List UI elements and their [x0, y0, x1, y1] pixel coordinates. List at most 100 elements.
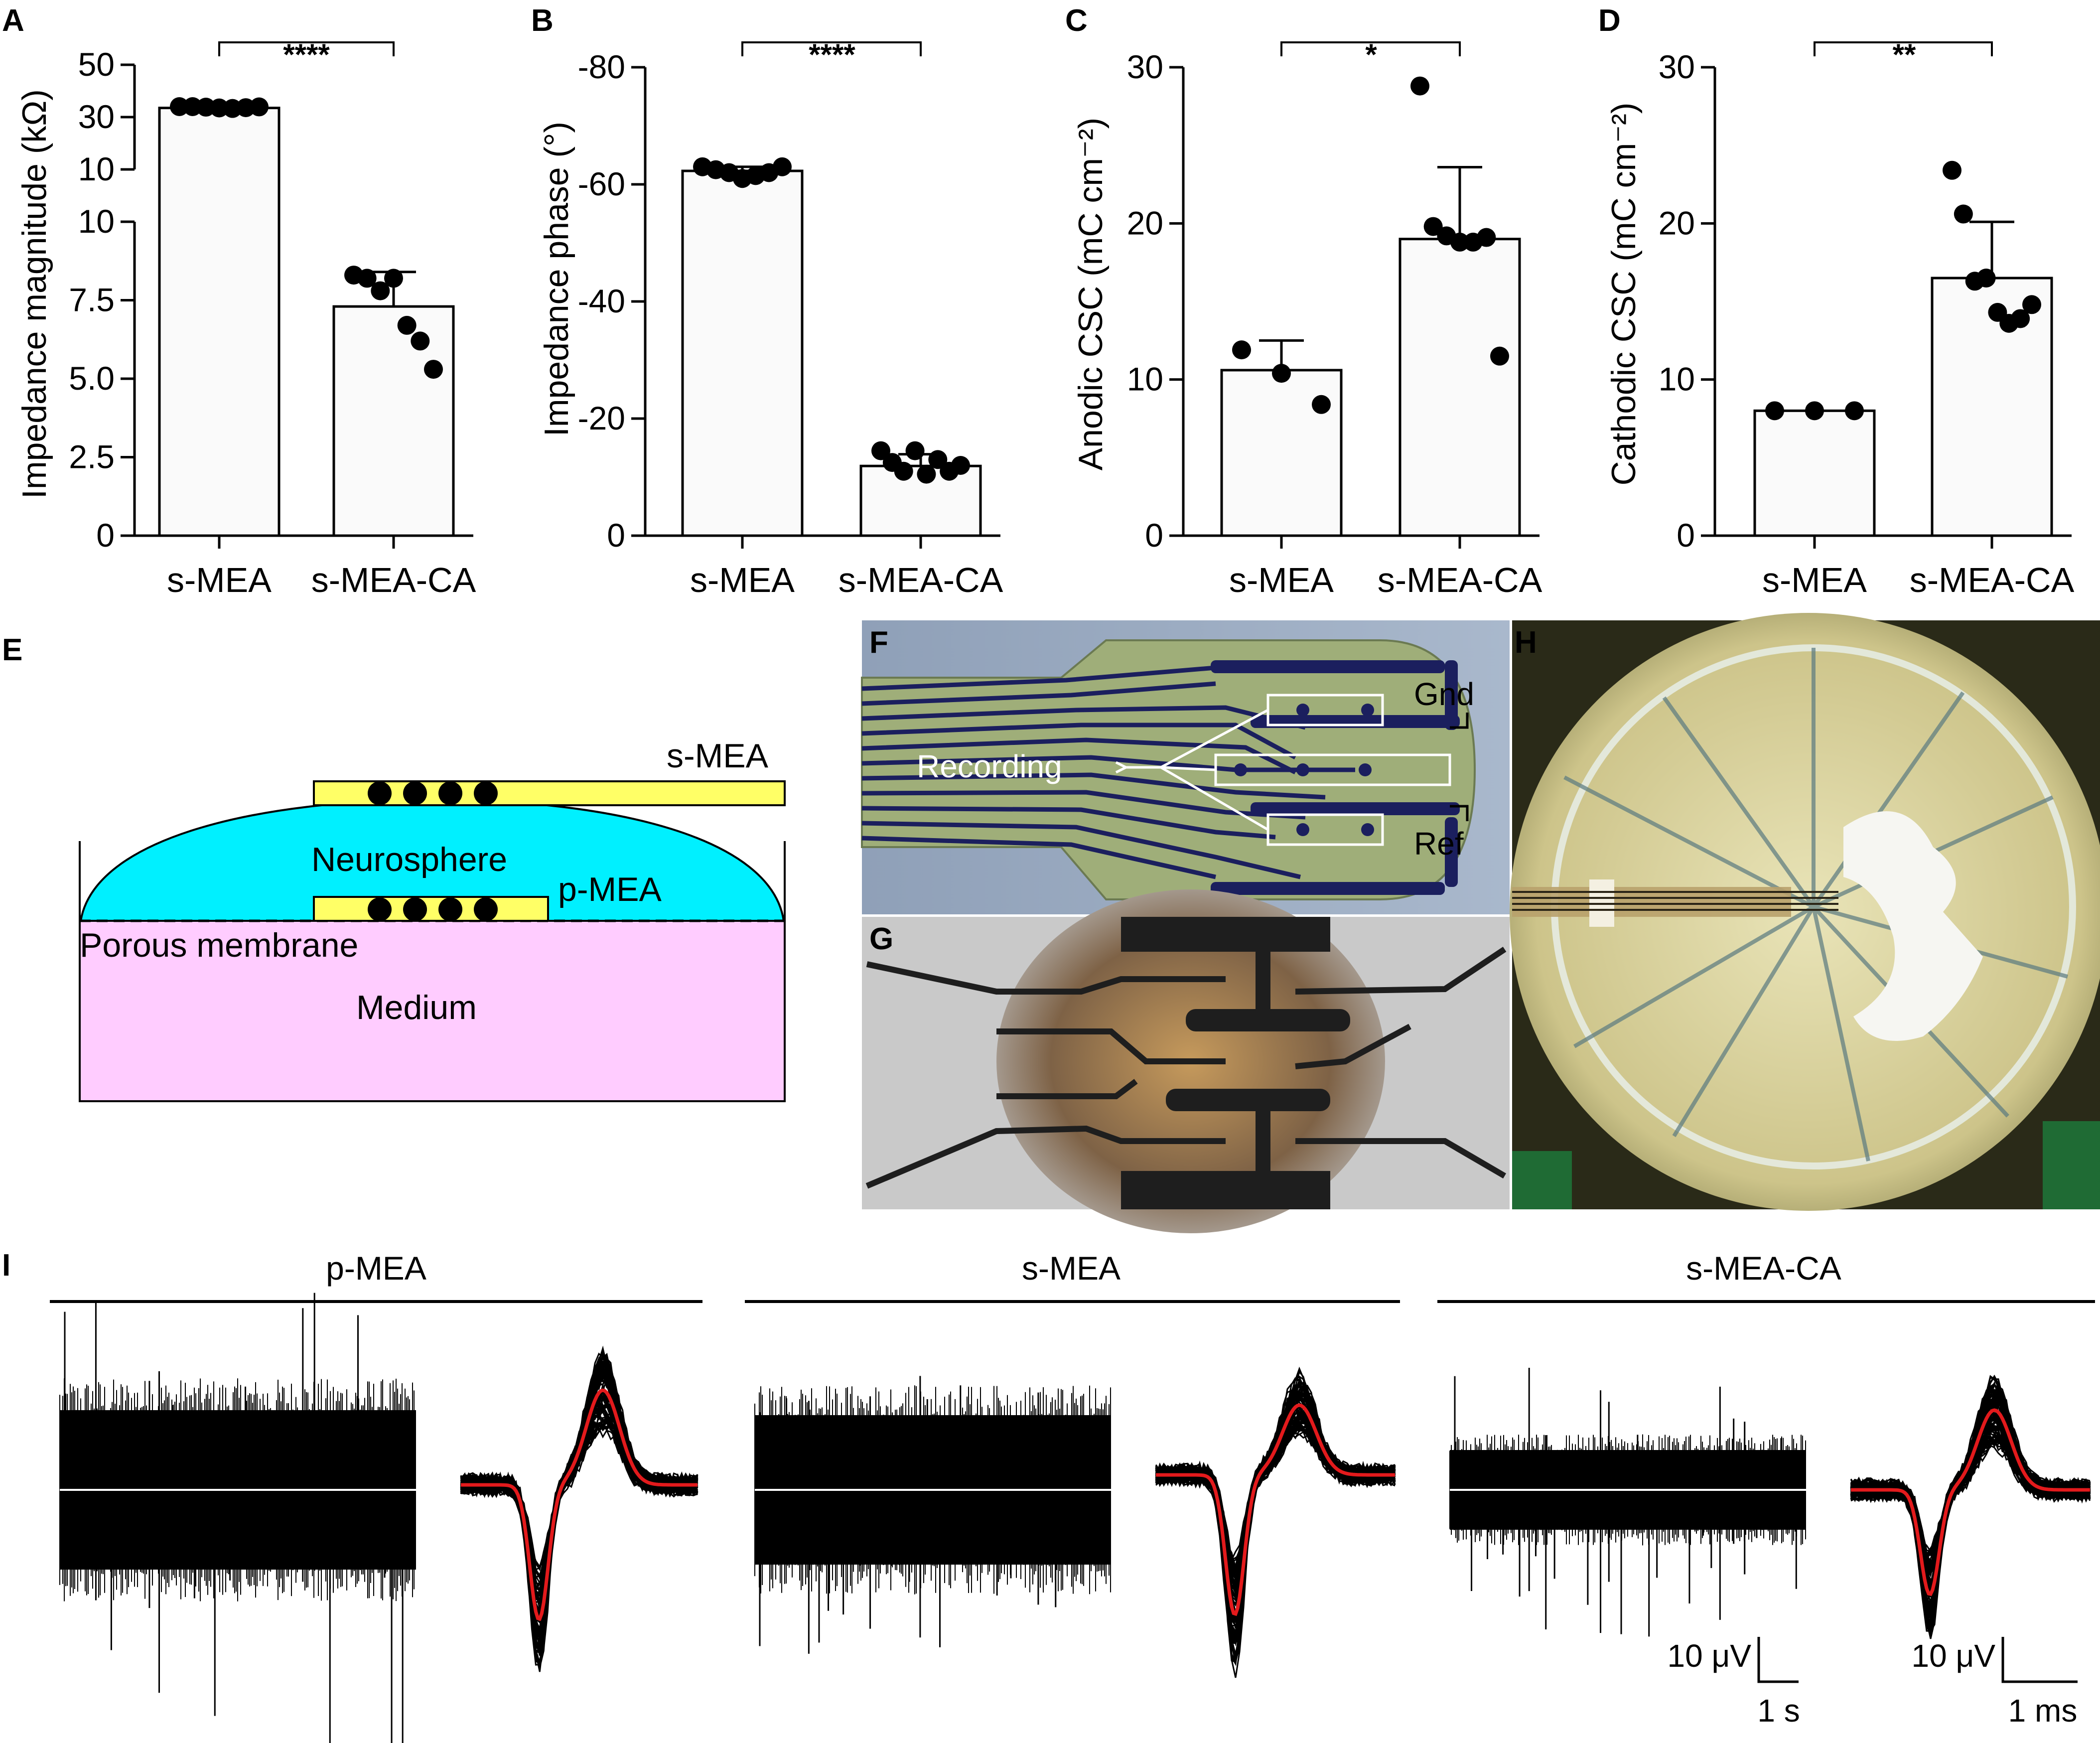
- chart-B-category-1: s-MEA: [690, 561, 795, 599]
- chart-C-marks: [1220, 41, 1521, 537]
- spikes-s-mea-overlay: [1155, 1366, 1396, 1678]
- panel-letter-B: B: [531, 3, 554, 38]
- label-medium: Medium: [356, 989, 477, 1026]
- chart-A-point: [170, 97, 189, 116]
- spikes-p-mea-overlay: [460, 1345, 699, 1672]
- chart-A-point: [250, 97, 269, 117]
- trace-s-mea: [754, 1376, 1111, 1654]
- panel-letter-I: I: [2, 1248, 10, 1283]
- chart-B-ytick-label: -40: [578, 283, 625, 319]
- chart-A-bar: [332, 305, 455, 537]
- chart-A-ytick-label: 5.0: [69, 360, 115, 397]
- chart-A-ytick-label: 0: [96, 517, 115, 554]
- chart-D-category-2: s-MEA-CA: [1910, 561, 2075, 599]
- chart-A-point: [183, 97, 202, 116]
- chart-C-ytick-label: 0: [1145, 517, 1163, 554]
- device-outline: [861, 639, 1476, 900]
- chart-A-category-2: s-MEA-CA: [311, 561, 476, 599]
- label-ref: Ref: [1414, 826, 1464, 862]
- scale-voltage-spike: 10 μV: [1911, 1638, 1995, 1674]
- spikes-s-mea-ca-overlay: [1850, 1374, 2091, 1639]
- chart-D-point: [1845, 401, 1864, 421]
- chart-A-point: [210, 98, 229, 118]
- chart-C-point: [1312, 395, 1331, 414]
- chart-D-point: [2011, 309, 2030, 328]
- diagram-E: E s-MEA Neurosphere p-MEA Porous membran…: [2, 633, 786, 1102]
- chart-B-significance-bracket: [741, 41, 922, 56]
- probe-strip: [1512, 879, 1838, 927]
- trace-s-mea-spikes: [759, 1376, 1057, 1654]
- chart-B-ytick-label: -80: [578, 48, 625, 85]
- chart-B-category-2: s-MEA-CA: [839, 561, 1003, 599]
- electrode-leads: [1121, 917, 1350, 1209]
- chart-C-category-1: s-MEA: [1229, 561, 1334, 599]
- photo-G: G: [862, 889, 1510, 1233]
- chart-A-marks: [158, 41, 455, 537]
- panel-letter-H: H: [1515, 625, 1537, 660]
- scale-time-spike: 1 ms: [2008, 1693, 2078, 1729]
- chart-D-ytick-label: 20: [1659, 204, 1695, 241]
- scale-time-trace: 1 s: [1757, 1693, 1800, 1729]
- chart-A-significance: ****: [283, 38, 330, 71]
- spikes-s-mea-mean: [1156, 1403, 1395, 1616]
- chart-B-point: [773, 157, 792, 176]
- chart-C-point: [1272, 364, 1291, 383]
- chart-B-yticks: 0-20-40-60-80: [578, 48, 1000, 554]
- chart-C-categories: s-MEA s-MEA-CA: [1229, 561, 1542, 599]
- chart-A: A Impedance magnitude (kΩ) 02.55.07.5101…: [2, 3, 476, 599]
- chart-C-category-2: s-MEA-CA: [1378, 561, 1542, 599]
- panel-letter-E: E: [2, 633, 22, 667]
- chart-B-ytick-label: 0: [607, 517, 625, 554]
- condition-label-p-mea: p-MEA: [326, 1250, 426, 1287]
- chart-B-point: [894, 461, 913, 481]
- chart-B-categories: s-MEA s-MEA-CA: [690, 561, 1003, 599]
- spikes-p-mea: [460, 1345, 699, 1672]
- chart-B-point: [951, 456, 970, 475]
- chart-A-ytick-label: 2.5: [69, 438, 115, 475]
- chart-D-point: [1976, 269, 1996, 288]
- photo-H: H: [1510, 613, 2100, 1211]
- chart-C-ylabel: Anodic CSC (mC cm⁻²): [1072, 118, 1110, 470]
- ref-arrow: [1450, 805, 1469, 821]
- panel-letter-D: D: [1598, 3, 1621, 38]
- chart-C-significance-bracket: [1280, 41, 1461, 56]
- recording-arrow: [1115, 761, 1127, 774]
- chart-C-point: [1477, 228, 1496, 247]
- trace-p-mea-spikes: [64, 1293, 404, 1743]
- recording-electrodes: [1234, 704, 1374, 836]
- panel-I: I p-MEA s-MEA s-MEA-CA 10 μV 1 s 10 μV 1…: [2, 1248, 2095, 1743]
- chart-B-ylabel: Impedance phase (°): [538, 122, 575, 436]
- scale-bar-spike: 10 μV 1 ms: [1911, 1637, 2078, 1729]
- label-neurosphere: Neurosphere: [311, 841, 507, 878]
- chart-C-point: [1232, 340, 1251, 360]
- chart-A-ylabel: Impedance magnitude (kΩ): [15, 89, 53, 499]
- chart-A-ytick-label: 10: [78, 150, 115, 187]
- panel-letter-F: F: [869, 625, 888, 660]
- label-porous-membrane: Porous membrane: [80, 926, 358, 964]
- chart-C-point: [1490, 346, 1509, 366]
- chart-B-point: [905, 441, 925, 460]
- label-recording: Recording: [917, 748, 1062, 784]
- photo-H-green-corner: [1512, 1151, 1572, 1209]
- medium-region: [79, 920, 786, 1102]
- trace-s-mea-ca-spikes: [1454, 1367, 1797, 1637]
- condition-label-s-mea-ca: s-MEA-CA: [1686, 1250, 1841, 1287]
- trace-panels: [59, 1293, 2091, 1743]
- chart-D-point: [1805, 401, 1824, 421]
- panel-letter-C: C: [1065, 3, 1088, 38]
- gnd-arrow: [1450, 713, 1469, 729]
- chart-D-marks: [1753, 41, 2053, 537]
- chart-C-point: [1410, 76, 1429, 96]
- label-gnd: Gnd: [1414, 676, 1474, 712]
- chart-B-bar: [681, 169, 804, 537]
- spikes-p-mea-mean: [461, 1388, 698, 1621]
- chart-A-point: [411, 331, 430, 351]
- chart-D-categories: s-MEA s-MEA-CA: [1762, 561, 2075, 599]
- chart-A-ytick-label: 7.5: [69, 282, 115, 318]
- chart-C-bar: [1399, 238, 1521, 537]
- chart-B-marks: [681, 41, 982, 537]
